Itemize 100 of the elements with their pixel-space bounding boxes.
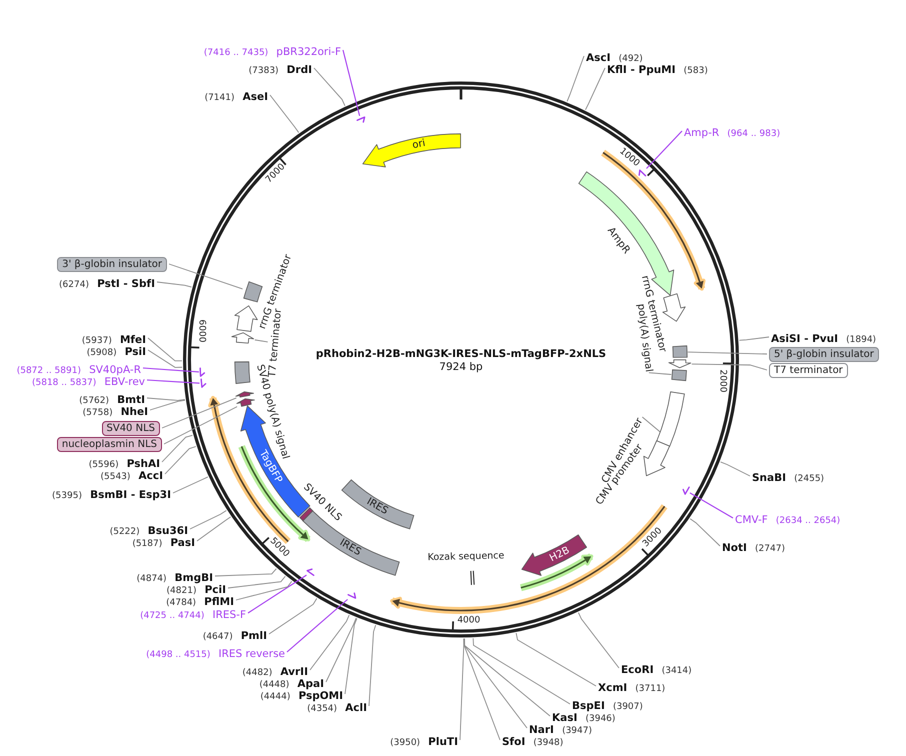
- feature-block: [668, 359, 692, 369]
- feature-block: [235, 391, 255, 398]
- feature-tag: T7 terminator: [769, 362, 848, 378]
- restriction-site-label: (6274) PstI - SbfI: [59, 276, 155, 288]
- leader-line: [214, 568, 277, 576]
- leader-line: [516, 632, 596, 686]
- leader-line: [270, 94, 300, 133]
- feature-bar: [656, 391, 686, 448]
- restriction-site-label: XcmI (3711): [598, 680, 666, 692]
- restriction-site-label: (4647) PmlI: [202, 628, 267, 640]
- leader-line: [254, 339, 268, 342]
- restriction-site-label: (5908) PsiI: [86, 344, 146, 356]
- restriction-site-label: (4354) AclI: [307, 700, 367, 712]
- leader-line: [310, 614, 350, 670]
- feature-tag: SV40 NLS: [102, 420, 160, 436]
- leader-line: [691, 364, 768, 370]
- restriction-site-label: AscI (492): [586, 50, 643, 62]
- leader-line: [646, 130, 682, 169]
- leader-line: [228, 576, 286, 588]
- feature-label: IRES: [364, 497, 389, 517]
- leader-line: [642, 416, 661, 432]
- leader-line: [146, 379, 200, 384]
- leader-line: [164, 406, 238, 444]
- leader-line: [162, 398, 237, 428]
- leader-line: [168, 264, 243, 290]
- primer-label: (5872 .. 5891) SV40pA-R: [16, 362, 141, 374]
- leader-line: [720, 462, 750, 476]
- primer-mark: [198, 367, 206, 378]
- leader-line: [585, 68, 606, 110]
- restriction-site-label: (5762) BmtI: [79, 392, 145, 404]
- feature-label: IRES: [338, 538, 362, 558]
- primer-label: (7416 .. 7435) pBR322ori-F: [204, 44, 341, 56]
- feature-block: [231, 332, 255, 344]
- restriction-site-label: KflI - PpuMI (583): [607, 62, 708, 74]
- leader-line: [248, 574, 307, 614]
- primer-mark: [356, 116, 366, 124]
- restriction-site-label: EcoRI (3414): [621, 662, 692, 674]
- feature-block: [362, 132, 462, 168]
- restriction-site-label: NarI (3947): [529, 722, 592, 734]
- feature-label: H2B: [548, 545, 572, 564]
- leader-line: [464, 638, 500, 740]
- leader-line: [687, 352, 768, 354]
- leader-line: [286, 598, 348, 652]
- restriction-site-label: (3950) PluTI: [390, 734, 458, 746]
- primer-label: (4498 .. 4515) IRES reverse: [146, 646, 285, 658]
- feature-block: [521, 534, 588, 577]
- leader-line: [648, 372, 672, 375]
- leader-line: [172, 476, 208, 494]
- restriction-site-label: (7141) AseI: [204, 89, 268, 101]
- leader-line: [148, 338, 182, 362]
- leader-line: [164, 446, 196, 474]
- leader-line: [150, 400, 186, 410]
- leader-line: [148, 350, 183, 368]
- position-tick-label: 2000: [718, 369, 727, 392]
- feature-tag: 3' β-globin insulator: [57, 256, 167, 272]
- restriction-site-label: (5596) PshAI: [88, 456, 160, 468]
- leader-line: [196, 516, 232, 542]
- feature-bar: [672, 345, 688, 358]
- feature-bar: [671, 368, 688, 382]
- restriction-site-label: NotI (2747): [722, 540, 785, 552]
- restriction-site-label: (5187) PasI: [132, 535, 195, 547]
- leader-line: [690, 518, 720, 546]
- primer-mark: [682, 486, 690, 496]
- restriction-site-label: KasI (3946): [552, 710, 616, 722]
- leader-line: [578, 612, 620, 668]
- leader-line: [268, 598, 318, 634]
- leader-line: [342, 50, 360, 116]
- restriction-site-label: (4874) BmgBI: [136, 570, 213, 582]
- restriction-site-label: (4482) AvrII: [242, 664, 308, 676]
- feature-bar: [340, 478, 414, 530]
- restriction-site-label: (5543) AccI: [100, 468, 163, 480]
- leader-line: [236, 580, 292, 600]
- leader-line: [472, 638, 570, 704]
- restriction-site-label: (4821) PciI: [166, 582, 226, 594]
- feature-tag: nucleoplasmin NLS: [56, 436, 162, 452]
- feature-tag: 5' β-globin insulator: [769, 346, 879, 362]
- leader-line: [326, 618, 357, 682]
- leader-line: [142, 367, 199, 372]
- leader-line: [368, 624, 376, 706]
- position-tick-label: 4000: [457, 616, 480, 626]
- leader-line: [738, 336, 770, 341]
- feature-bar: [242, 281, 263, 304]
- restriction-site-label: (5395) BsmBI - Esp3I: [52, 487, 171, 499]
- primer-mark: [200, 378, 206, 389]
- primer-label: (5818 .. 5837) EBV-rev: [32, 374, 145, 386]
- restriction-site-label: (5222) Bsu36I: [110, 523, 188, 535]
- leader-line: [146, 398, 186, 401]
- primer-label: Amp-R (964 .. 983): [684, 125, 780, 137]
- plasmid-name: pRhobin2-H2B-mNG3K-IRES-NLS-mTagBFP-2xNLS: [316, 348, 606, 360]
- leader-line: [344, 618, 358, 694]
- plasmid-length: 7924 bp: [439, 361, 483, 373]
- restriction-site-label: (4444) PspOMI: [260, 688, 343, 700]
- leader-line: [162, 434, 193, 462]
- restriction-site-label: SfoI (3948): [502, 734, 564, 746]
- leader-line: [464, 638, 528, 728]
- feature-block: [578, 170, 675, 296]
- leader-line: [460, 638, 464, 740]
- leader-line: [690, 492, 734, 518]
- restriction-site-label: (5758) NheI: [82, 404, 148, 416]
- primer-label: (4725 .. 4744) IRES-F: [140, 607, 246, 619]
